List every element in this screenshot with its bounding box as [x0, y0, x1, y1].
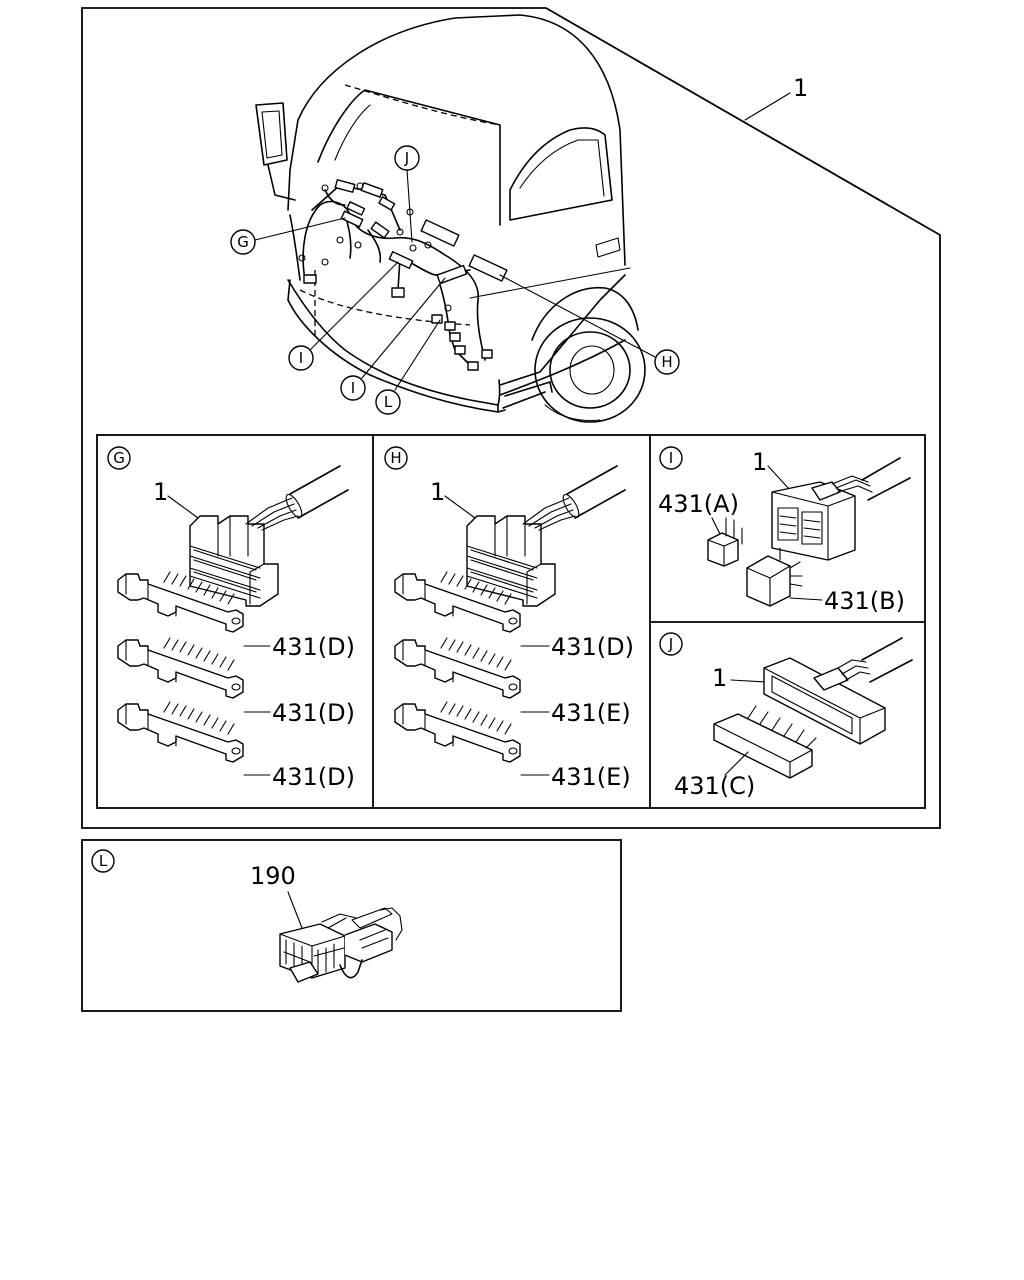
wiring-harness [298, 179, 508, 371]
detail-j-housing [763, 637, 913, 745]
callout-h: H [654, 349, 680, 375]
detail-l-connector [279, 907, 403, 983]
detail-g-terminal-2 [117, 637, 244, 699]
detail-j-terminal [713, 705, 817, 779]
detail-i-part-a [707, 517, 743, 567]
detail-l-part-label: 190 [250, 862, 296, 890]
main-part-leader [744, 92, 791, 121]
detail-g-connector-leader [167, 495, 199, 519]
callout-j: J [394, 145, 420, 171]
detail-g-connector-label: 1 [153, 478, 168, 506]
callout-g: G [230, 229, 256, 255]
detail-i-connector-leader [767, 465, 791, 491]
callout-i-2: I [340, 375, 366, 401]
detail-panel-j: J 1 431(C) [659, 632, 913, 800]
callout-l: L [375, 389, 401, 415]
svg-text:I: I [299, 349, 303, 367]
detail-g-part-label-2: 431(D) [272, 699, 355, 727]
detail-h-connector-leader [444, 495, 476, 519]
callout-j-leader [406, 169, 413, 243]
detail-panel-g: G 1 431(D) 431(D) 431(D) [107, 446, 355, 791]
detail-h-letter: H [384, 446, 408, 470]
detail-h-connector-label: 1 [430, 478, 445, 506]
detail-l-leader [287, 891, 303, 929]
detail-i-housing [771, 457, 911, 561]
detail-h-part-label-3: 431(E) [551, 763, 631, 791]
detail-h-terminal-3 [394, 701, 521, 763]
detail-g-part-label-3: 431(D) [272, 763, 355, 791]
svg-text:G: G [113, 449, 125, 467]
detail-g-part-label-1: 431(D) [272, 633, 355, 661]
detail-h-part-label-1: 431(D) [551, 633, 634, 661]
detail-h-connector [466, 465, 626, 607]
detail-g-terminal-3 [117, 701, 244, 763]
detail-l-letter: L [91, 849, 115, 873]
callout-i1-leader [309, 261, 399, 351]
detail-i-letter: I [659, 446, 683, 470]
detail-j-letter: J [659, 632, 683, 656]
detail-i-part-label-b: 431(B) [824, 587, 905, 615]
svg-text:I: I [669, 449, 673, 467]
callout-l-leader [394, 319, 441, 391]
detail-g-letter: G [107, 446, 131, 470]
main-part-number: 1 [793, 74, 808, 102]
detail-h-part-label-2: 431(E) [551, 699, 631, 727]
svg-text:I: I [351, 379, 355, 397]
callout-i-1: I [288, 345, 314, 371]
svg-text:L: L [384, 393, 393, 411]
svg-text:H: H [661, 353, 672, 371]
detail-i-part-b [746, 547, 803, 607]
detail-h-terminal-2 [394, 637, 521, 699]
detail-j-part-label-c: 431(C) [674, 772, 755, 800]
truck-cab-illustration [255, 14, 646, 423]
detail-panel-i: I 1 431(A) 431(B) [658, 446, 911, 615]
detail-i-connector-label: 1 [752, 448, 767, 476]
callout-i2-leader [361, 277, 446, 379]
svg-text:L: L [99, 852, 108, 870]
svg-text:J: J [668, 635, 673, 653]
detail-j-connector-leader [730, 679, 767, 683]
callout-g-leader [254, 217, 346, 241]
main-frame [81, 7, 941, 829]
svg-text:H: H [390, 449, 401, 467]
detail-panel-h: H 1 431(D) 431(E) 431(E) [384, 446, 634, 791]
svg-text:G: G [237, 233, 249, 251]
detail-panel-l [81, 839, 622, 1012]
svg-text:J: J [404, 149, 409, 167]
detail-i-part-label-a: 431(A) [658, 490, 739, 518]
detail-j-connector-label: 1 [712, 664, 727, 692]
detail-g-connector [189, 465, 349, 607]
callout-h-leader [499, 274, 656, 358]
